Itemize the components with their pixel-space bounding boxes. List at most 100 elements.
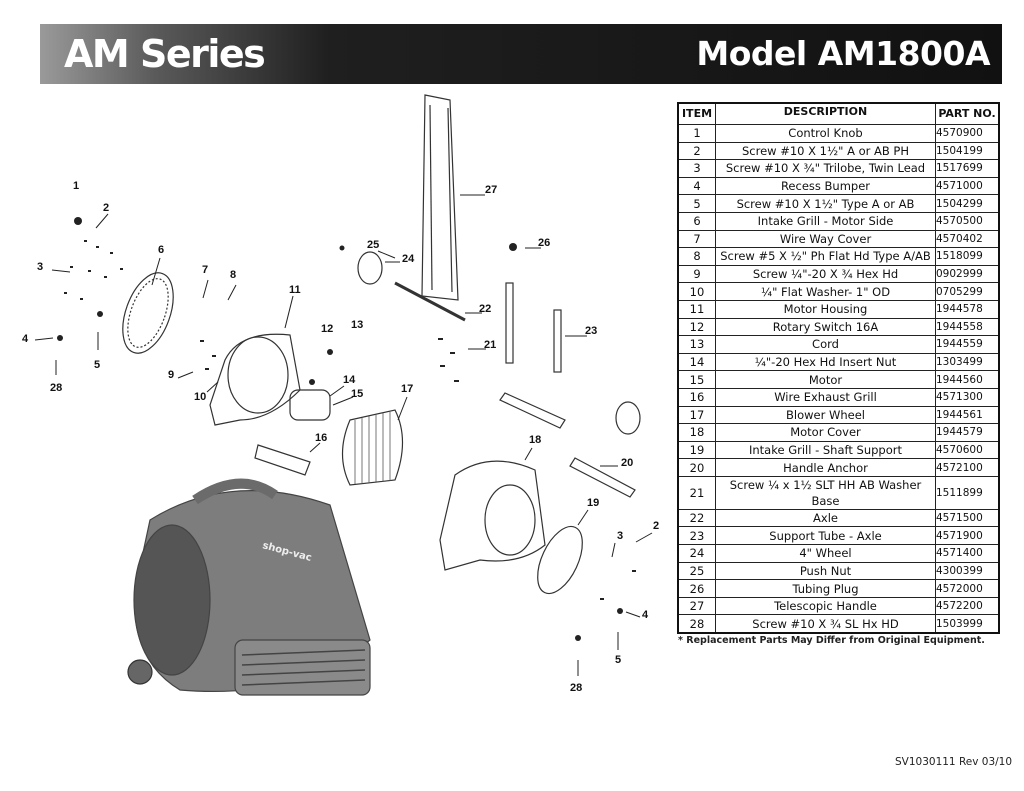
item-number: 16 — [677, 387, 716, 407]
part-description: Tubing Plug — [715, 579, 936, 598]
item-number: 4 — [677, 176, 716, 196]
wheel — [357, 251, 383, 285]
exploded-parts-diagram: shop-vac — [34, 94, 653, 696]
motor-cover — [439, 460, 546, 571]
series-title: AM Series — [64, 32, 266, 76]
part-description: Rotary Switch 16A — [715, 317, 936, 337]
callout: 16 — [315, 432, 328, 444]
callout: 22 — [479, 303, 492, 315]
part-number: 1944560 — [935, 370, 1000, 389]
part-description: Control Knob — [715, 124, 936, 143]
callout: 23 — [585, 325, 598, 337]
part-number: 1518099 — [935, 247, 1000, 266]
callout: 8 — [230, 269, 237, 281]
part-number: 4572200 — [935, 596, 1000, 616]
part-description: Push Nut — [715, 561, 936, 581]
part-number: 1303499 — [935, 352, 1000, 372]
item-number: 28 — [677, 614, 716, 634]
part-description: ¼"-20 Hex Hd Insert Nut — [715, 352, 936, 372]
part-description: Telescopic Handle — [715, 596, 936, 616]
callout: 10 — [194, 391, 207, 403]
item-number: 18 — [677, 423, 716, 442]
callout: 12 — [321, 323, 334, 335]
wheel-right — [615, 401, 641, 435]
support-tube-axle-left — [505, 282, 514, 364]
part-number: 1511899 — [935, 475, 1000, 510]
item-number: 6 — [677, 211, 716, 231]
column-header-description: DESCRIPTION — [715, 102, 936, 125]
callout: 14 — [343, 374, 356, 386]
part-number: 4570402 — [935, 229, 1000, 249]
callout: 2 — [103, 202, 110, 214]
item-number: 5 — [677, 194, 716, 213]
item-number: 27 — [677, 596, 716, 616]
column-header-item: ITEM — [677, 102, 716, 125]
callout: 5 — [94, 359, 101, 371]
motor — [289, 389, 331, 421]
item-number: 12 — [677, 317, 716, 337]
column-header-part-no: PART NO. — [935, 102, 1000, 125]
item-number: 13 — [677, 335, 716, 354]
handle-anchor-2 — [569, 457, 636, 498]
part-description: Wire Way Cover — [715, 229, 936, 249]
part-number: 1503999 — [935, 614, 1000, 634]
part-number: 1944559 — [935, 335, 1000, 354]
callout: 3 — [37, 261, 44, 273]
callout: 13 — [351, 319, 364, 331]
item-number: 17 — [677, 405, 716, 425]
part-description: Intake Grill - Motor Side — [715, 211, 936, 231]
part-description: 4" Wheel — [715, 544, 936, 563]
part-number: 0705299 — [935, 282, 1000, 301]
intake-grill-shaft-support — [537, 525, 583, 595]
item-number: 19 — [677, 440, 716, 460]
part-description: Wire Exhaust Grill — [715, 387, 936, 407]
callout: 28 — [50, 382, 63, 394]
part-number: 4570500 — [935, 211, 1000, 231]
assembled-blower-illustration: shop-vac — [127, 478, 371, 696]
part-description: Screw ¼"-20 X ¾ Hex Hd — [715, 264, 936, 284]
item-number: 23 — [677, 526, 716, 546]
axle — [394, 281, 466, 322]
item-number: 26 — [677, 579, 716, 598]
part-description: Motor — [715, 370, 936, 389]
part-number: 1944579 — [935, 423, 1000, 442]
part-number: 4570900 — [935, 124, 1000, 143]
item-number: 10 — [677, 282, 716, 301]
item-number: 3 — [677, 159, 716, 178]
support-tube-axle — [553, 309, 562, 373]
item-number: 1 — [677, 124, 716, 143]
item-number: 9 — [677, 264, 716, 284]
part-number: 4571500 — [935, 508, 1000, 528]
part-description: Screw #5 X ½" Ph Flat Hd Type A/AB — [715, 247, 936, 266]
callout: 17 — [401, 383, 414, 395]
item-number: 15 — [677, 370, 716, 389]
part-description: Screw #10 X 1½" Type A or AB — [715, 194, 936, 213]
item-number: 8 — [677, 247, 716, 266]
part-number: 0902999 — [935, 264, 1000, 284]
part-number: 1944578 — [935, 299, 1000, 319]
part-number: 1504299 — [935, 194, 1000, 213]
table-header-row: ITEM DESCRIPTION PART NO. — [677, 102, 1000, 125]
callout: 5 — [615, 654, 622, 666]
part-number: 4572000 — [935, 579, 1000, 598]
item-number: 22 — [677, 508, 716, 528]
item-number: 7 — [677, 229, 716, 249]
model-title: Model AM1800A — [696, 34, 990, 73]
part-description: Blower Wheel — [715, 405, 936, 425]
callout: 25 — [367, 239, 380, 251]
replacement-note: * Replacement Parts May Differ from Orig… — [678, 635, 985, 646]
